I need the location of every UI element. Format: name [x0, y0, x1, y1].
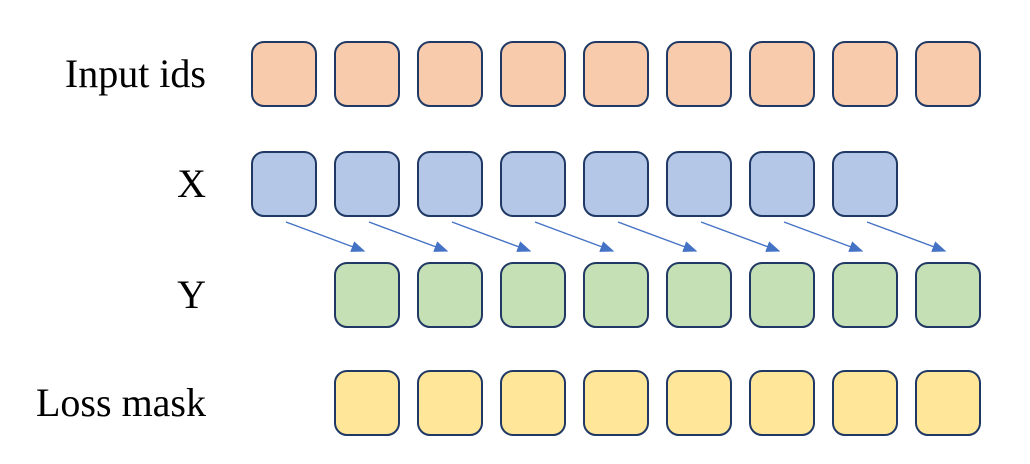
- y-token-5: [666, 262, 732, 328]
- row-label-y: Y: [177, 272, 206, 317]
- x-token-8: [832, 151, 898, 217]
- x-to-y-arrow-2: [368, 221, 449, 252]
- input-ids-token-9: [915, 41, 981, 107]
- input-ids-token-2: [334, 41, 400, 107]
- x-to-y-arrow-4: [534, 221, 615, 252]
- row-label-x: X: [177, 161, 206, 206]
- loss-mask-token-3: [500, 370, 566, 436]
- loss-mask-token-1: [334, 370, 400, 436]
- input-ids-token-1: [251, 41, 317, 107]
- x-to-y-arrow-7: [783, 221, 864, 252]
- input-ids-token-6: [666, 41, 732, 107]
- x-to-y-arrow-5: [617, 221, 698, 252]
- x-token-4: [500, 151, 566, 217]
- row-label-loss-mask: Loss mask: [36, 380, 206, 425]
- loss-mask-token-7: [832, 370, 898, 436]
- row-label-input-ids: Input ids: [64, 51, 206, 96]
- x-to-y-arrow-1: [285, 221, 366, 252]
- x-to-y-arrow-8: [866, 221, 947, 252]
- x-token-7: [749, 151, 815, 217]
- y-token-3: [500, 262, 566, 328]
- y-token-2: [417, 262, 483, 328]
- loss-mask-token-6: [749, 370, 815, 436]
- y-token-4: [583, 262, 649, 328]
- loss-mask-token-8: [915, 370, 981, 436]
- input-ids-token-4: [500, 41, 566, 107]
- x-token-2: [334, 151, 400, 217]
- y-token-7: [832, 262, 898, 328]
- x-token-1: [251, 151, 317, 217]
- x-token-5: [583, 151, 649, 217]
- x-token-3: [417, 151, 483, 217]
- input-ids-token-7: [749, 41, 815, 107]
- input-ids-token-3: [417, 41, 483, 107]
- loss-mask-token-4: [583, 370, 649, 436]
- loss-mask-token-2: [417, 370, 483, 436]
- input-ids-token-5: [583, 41, 649, 107]
- y-token-8: [915, 262, 981, 328]
- input-ids-token-8: [832, 41, 898, 107]
- y-token-1: [334, 262, 400, 328]
- x-to-y-arrow-6: [700, 221, 781, 252]
- x-token-6: [666, 151, 732, 217]
- loss-mask-token-5: [666, 370, 732, 436]
- x-to-y-arrow-3: [451, 221, 532, 252]
- y-token-6: [749, 262, 815, 328]
